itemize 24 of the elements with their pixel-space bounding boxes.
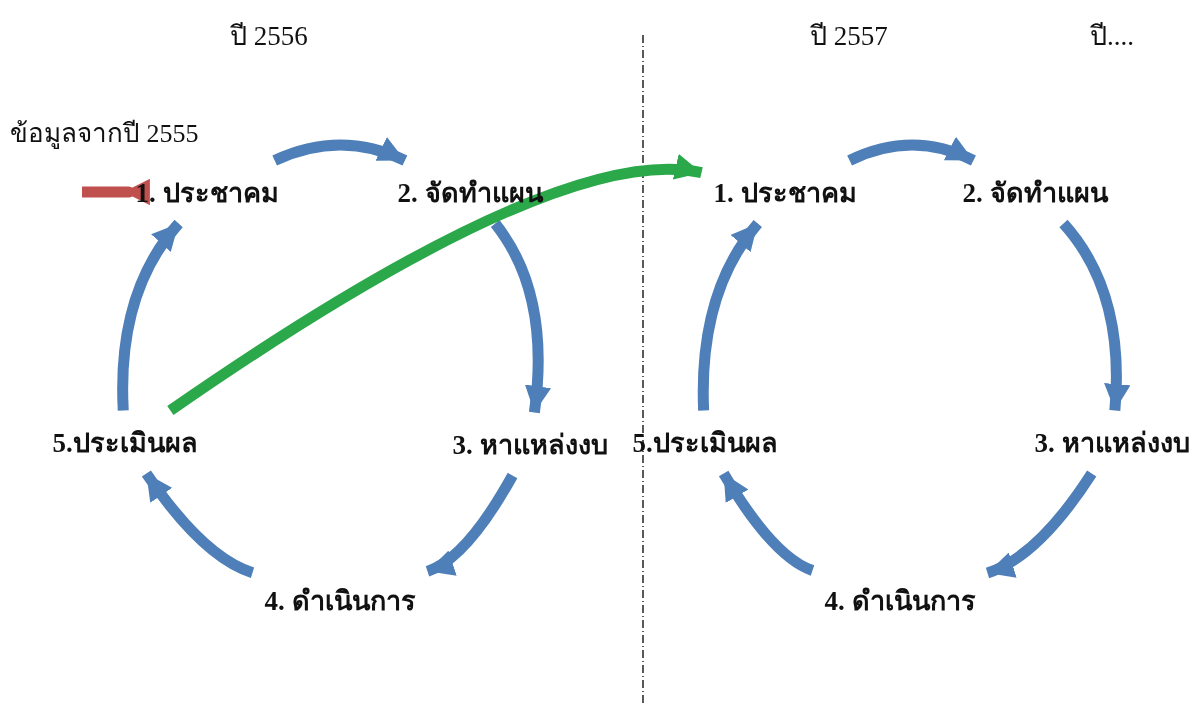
arrow (718, 470, 815, 576)
step-label: 5.ประเมินผล (620, 410, 790, 474)
step-label: 1. ประชาคม (701, 160, 869, 224)
arrow (117, 219, 183, 411)
step-label: 4. ดำเนินการ (252, 568, 428, 632)
arrow (847, 137, 976, 166)
note-text: ข้อมูลจากปี 2555 (10, 118, 199, 151)
step-label: 2. จัดทำแผน (385, 160, 555, 224)
step-label: 3. หาแหล่งงบ (440, 412, 620, 476)
year-heading: ปี 2556 (230, 20, 308, 53)
arrow (167, 156, 703, 416)
arrow (1059, 219, 1130, 411)
step-label: 2. จัดทำแผน (950, 160, 1120, 224)
arrow (425, 472, 518, 577)
year-heading: ปี 2557 (810, 20, 888, 53)
year-heading: ปี.... (1090, 20, 1134, 53)
step-label: 5.ประเมินผล (40, 410, 210, 474)
step-label: 4. ดำเนินการ (812, 568, 988, 632)
arrow (697, 220, 763, 411)
arrow (490, 220, 551, 414)
arrow (141, 470, 255, 578)
arrow (272, 137, 408, 166)
arrow (985, 470, 1097, 579)
step-label: 3. หาแหล่งงบ (1022, 410, 1202, 474)
